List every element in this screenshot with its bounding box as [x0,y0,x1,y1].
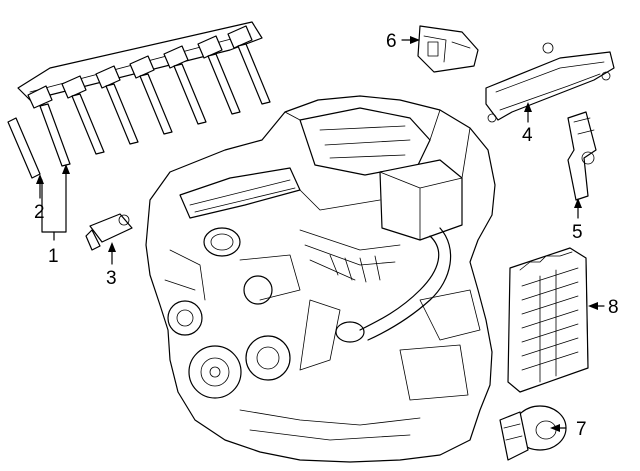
callout-8: 8 [608,297,619,318]
knock-sensor-icon[interactable] [499,405,567,461]
callout-6: 6 [386,31,397,52]
ecm-module-icon[interactable] [507,247,589,393]
callout-2: 2 [34,202,45,223]
sensor-icon[interactable] [85,213,133,251]
callout-7: 7 [576,419,587,440]
callout-5: 5 [572,222,583,243]
callout-4: 4 [522,125,533,146]
leader-lines [36,36,605,432]
bracket-icon[interactable] [485,42,615,123]
callout-labels: 1 2 3 4 5 6 7 8 [34,31,619,440]
ignition-coil-set-icon[interactable] [7,21,271,179]
callout-1: 1 [48,246,59,267]
camshaft-sensor-icon[interactable] [567,111,597,201]
connector-icon[interactable] [417,25,479,73]
engine-assembly [145,95,496,463]
callout-3: 3 [106,268,117,289]
